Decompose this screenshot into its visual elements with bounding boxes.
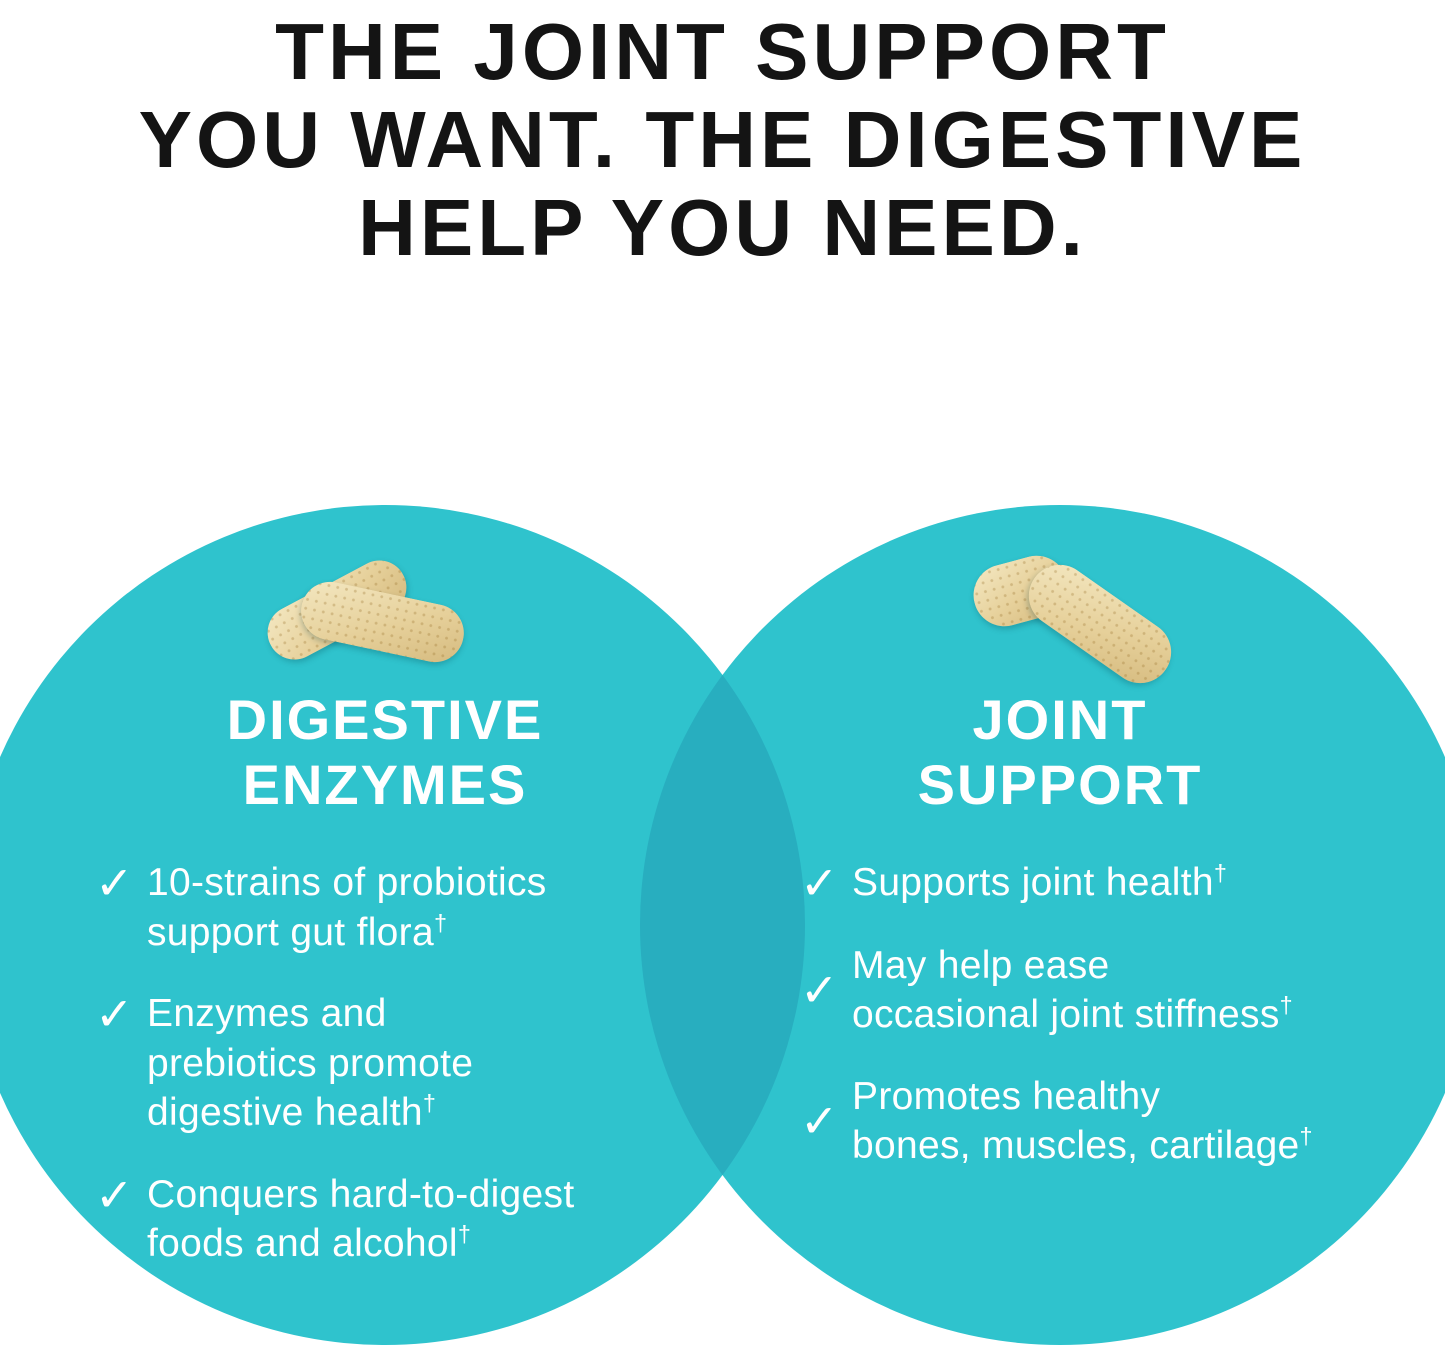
check-icon: ✓ <box>800 1094 839 1147</box>
check-icon: ✓ <box>95 857 134 909</box>
bullet-text-content: Enzymes and prebiotics promote digestive… <box>147 992 474 1135</box>
headline: THE JOINT SUPPORT YOU WANT. THE DIGESTIV… <box>138 7 1307 272</box>
digestive-enzymes-title: DIGESTIVE ENZYMES <box>226 688 544 816</box>
dagger-sup: † <box>1213 860 1228 886</box>
check-icon: ✓ <box>800 963 839 1016</box>
bullet-text-content: Promotes healthy bones, muscles, cartila… <box>852 1074 1300 1168</box>
bullet-text: Enzymes and prebiotics promote digestive… <box>147 989 473 1138</box>
dagger-sup: † <box>433 909 448 936</box>
joint-bullet-list: ✓ Supports joint health† ✓ May help ease… <box>800 858 1440 1203</box>
bullet-text: 10-strains of probiotics support gut flo… <box>147 858 547 957</box>
bullet-item: ✓ Conquers hard-to-digest foods and alco… <box>95 1168 695 1269</box>
dagger-sup: † <box>422 1090 437 1117</box>
digestive-bullet-list: ✓ 10-strains of probiotics support gut f… <box>95 858 695 1301</box>
bullet-text-content: May help ease occasional joint stiffness <box>852 943 1280 1037</box>
check-icon: ✓ <box>95 988 134 1041</box>
bullet-item: ✓ 10-strains of probiotics support gut f… <box>95 858 695 957</box>
bullet-text: Supports joint health† <box>852 858 1227 908</box>
check-icon: ✓ <box>95 1168 134 1221</box>
bullet-item: ✓ Promotes healthy bones, muscles, carti… <box>800 1072 1440 1171</box>
dagger-sup: † <box>457 1221 472 1248</box>
bullet-text: Promotes healthy bones, muscles, cartila… <box>852 1072 1313 1171</box>
bullet-text-content: 10-strains of probiotics support gut flo… <box>147 861 547 954</box>
dagger-sup: † <box>1299 1123 1313 1150</box>
dagger-sup: † <box>1279 992 1293 1019</box>
bullet-text: May help ease occasional joint stiffness… <box>852 941 1293 1040</box>
bullet-text-content: Conquers hard-to-digest foods and alcoho… <box>147 1172 575 1266</box>
bullet-text-content: Supports joint health <box>852 861 1214 904</box>
bullet-text: Conquers hard-to-digest foods and alcoho… <box>147 1170 574 1269</box>
bullet-item: ✓ Enzymes and prebiotics promote digesti… <box>95 989 695 1138</box>
bullet-item: ✓ May help ease occasional joint stiffne… <box>800 941 1440 1040</box>
joint-support-title: JOINT SUPPORT <box>917 688 1203 816</box>
tablets-image <box>965 548 1215 698</box>
bullet-item: ✓ Supports joint health† <box>800 858 1440 909</box>
capsules-image <box>250 550 490 685</box>
tablet-icon <box>1016 552 1184 696</box>
check-icon: ✓ <box>800 857 839 909</box>
